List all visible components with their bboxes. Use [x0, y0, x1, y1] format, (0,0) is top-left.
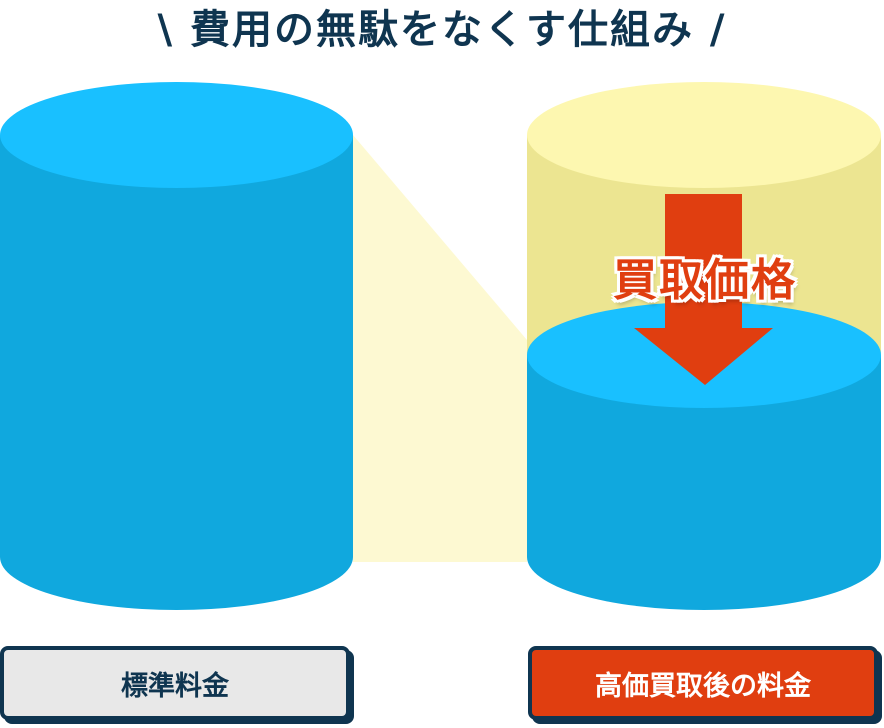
standard-fee-label: 標準料金: [0, 646, 350, 720]
connector-shape: [353, 135, 527, 562]
after-buyback-fee-label: 高価買取後の料金: [528, 646, 878, 720]
after-buyback-fee-text: 高価買取後の料金: [595, 670, 811, 702]
down-arrow-icon: [634, 194, 773, 385]
buyback-price-label: 買取価格: [613, 255, 797, 306]
page-title: \ 費用の無駄をなくす仕組み /: [157, 7, 727, 53]
standard-fee-text: 標準料金: [121, 670, 229, 702]
standard-fee-cylinder: [0, 82, 353, 610]
